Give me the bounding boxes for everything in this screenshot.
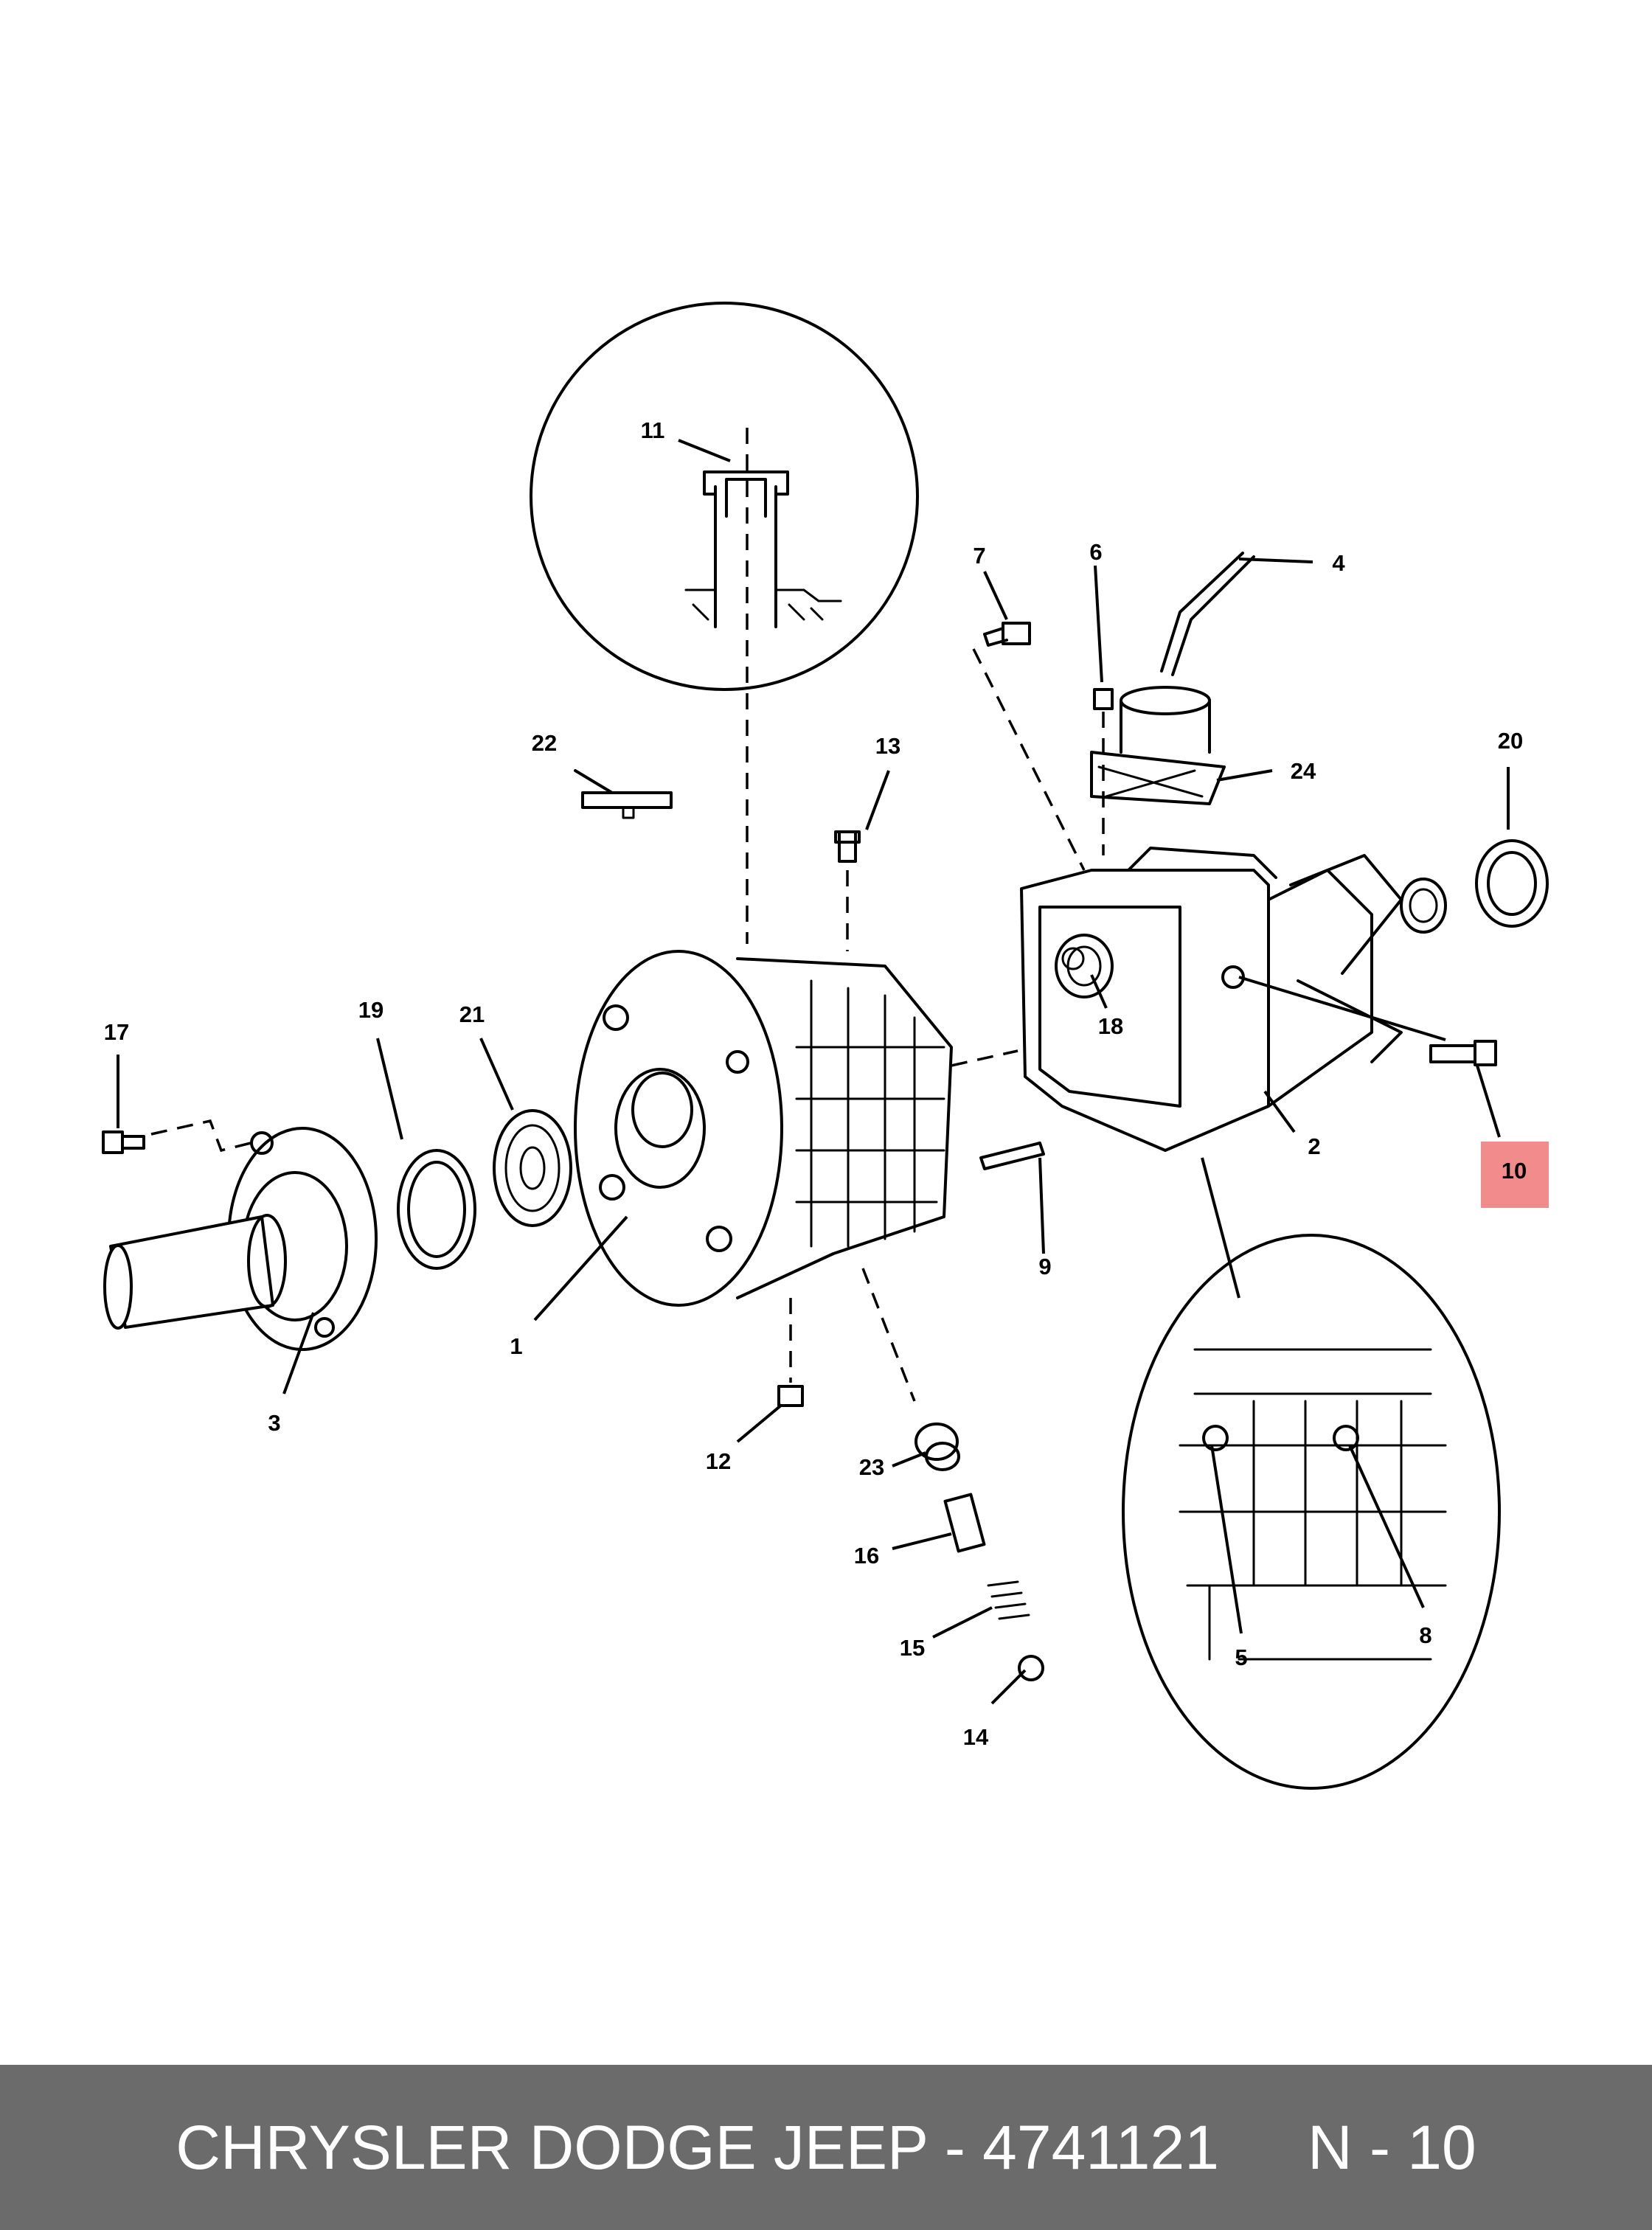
callout-2: 2: [1308, 1133, 1320, 1159]
part-18-plug: [1061, 947, 1085, 970]
part-9-pin: [979, 1142, 1045, 1170]
part-2-transmission-case: [1020, 847, 1446, 1152]
callout-13: 13: [875, 733, 900, 759]
callout-labels: 1 2 3 4 5 6 7 8 9 10 11 12 13 14 15 16 1…: [104, 417, 1527, 1750]
part-17-bolt: [102, 1119, 251, 1154]
callout-6: 6: [1089, 539, 1102, 565]
footer-part-text: CHRYSLER DODGE JEEP - 4741121: [176, 2112, 1219, 2182]
callout-20: 20: [1498, 728, 1523, 754]
part-shifter-tower: [1090, 552, 1255, 855]
callout-8: 8: [1419, 1622, 1431, 1648]
part-10-sensor: [1429, 1040, 1497, 1066]
transmission-exploded-diagram: 1 2 3 4 5 6 7 8 9 10 11 12 13 14 15 16 1…: [102, 302, 1549, 1790]
callout-11: 11: [641, 417, 665, 443]
part-21-bearing: [493, 1109, 572, 1227]
callout-24: 24: [1291, 758, 1316, 784]
part-1-front-housing: [574, 950, 953, 1307]
detail-circle-top: [530, 302, 919, 944]
part-22-clip: [574, 769, 673, 819]
callout-14: 14: [963, 1724, 989, 1750]
callout-21: 21: [459, 1001, 485, 1027]
part-20-bearing: [1400, 839, 1549, 934]
part-12-plug: [777, 1298, 804, 1407]
callout-10-highlight: [1481, 1142, 1549, 1208]
callout-16: 16: [854, 1543, 879, 1569]
callout-7: 7: [973, 543, 985, 569]
part-7-bolt: [972, 622, 1086, 871]
callout-23: 23: [859, 1454, 884, 1480]
callout-1: 1: [510, 1333, 522, 1359]
callout-18: 18: [1098, 1013, 1123, 1039]
footer-ref-text: N - 10: [1307, 2112, 1476, 2182]
footer-bar: CHRYSLER DODGE JEEP - 4741121 N - 10: [0, 2065, 1652, 2230]
callout-15: 15: [900, 1635, 925, 1661]
detail-ellipse-bottom: [1122, 1234, 1501, 1790]
part-3-bearing-retainer: [103, 1127, 378, 1351]
parts-23-16-15-14-stack: [861, 1268, 1044, 1681]
callout-4: 4: [1332, 550, 1345, 576]
callout-22: 22: [532, 730, 557, 756]
callout-10: 10: [1502, 1158, 1527, 1184]
leader-lines: [117, 439, 1510, 1705]
callout-9: 9: [1038, 1254, 1051, 1279]
callout-3: 3: [268, 1410, 280, 1436]
callout-5: 5: [1235, 1644, 1247, 1670]
callout-19: 19: [358, 997, 384, 1023]
part-19-seal: [397, 1149, 476, 1270]
callout-17: 17: [104, 1019, 129, 1045]
part-13-bolt: [834, 830, 861, 951]
callout-12: 12: [706, 1448, 731, 1474]
